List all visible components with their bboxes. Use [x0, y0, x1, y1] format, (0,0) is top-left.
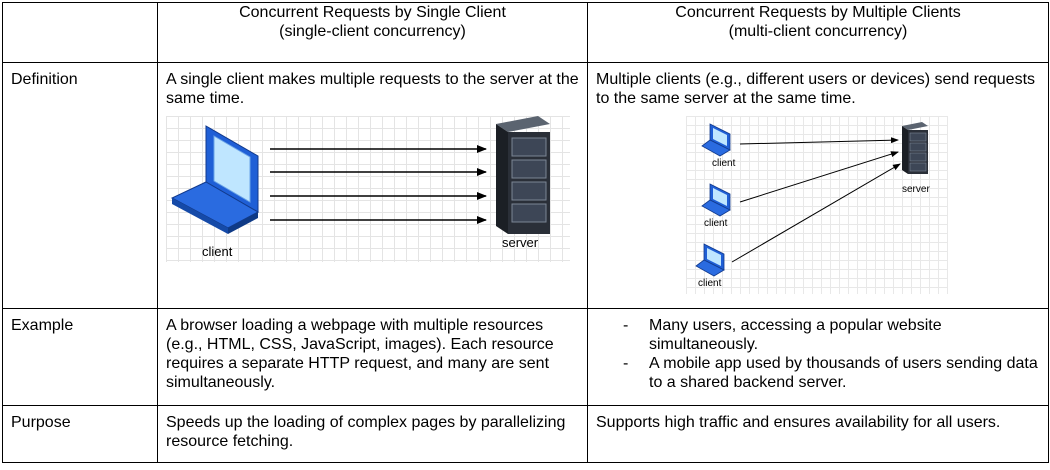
purpose-row: Purpose Speeds up the loading of complex… — [2, 405, 1049, 463]
bullet-dash: - — [623, 355, 629, 372]
multi-client-diagram: client client client server — [686, 116, 948, 294]
list-item: - A mobile app used by thousands of user… — [596, 354, 1040, 392]
server-label: server — [902, 184, 930, 195]
laptop-icon — [701, 183, 731, 217]
purpose-multi-text: Supports high traffic and ensures availa… — [596, 414, 1001, 431]
purpose-single-cell: Speeds up the loading of complex pages b… — [157, 405, 588, 463]
example-single-text: A browser loading a webpage with multipl… — [166, 317, 554, 391]
single-client-diagram: client server — [166, 116, 570, 262]
header-multi-title: Concurrent Requests by Multiple Clients — [675, 4, 961, 21]
bullet-dash: - — [623, 317, 629, 334]
definition-single-cell: A single client makes multiple requests … — [157, 62, 588, 309]
row-label-cell: Example — [2, 308, 158, 406]
definition-multi-text: Multiple clients (e.g., different users … — [596, 71, 1036, 107]
header-row: Concurrent Requests by Single Client (si… — [2, 2, 1049, 63]
laptop-icon — [701, 123, 731, 157]
row-label-definition: Definition — [11, 71, 78, 88]
purpose-multi-cell: Supports high traffic and ensures availa… — [587, 405, 1049, 463]
server-label: server — [502, 235, 539, 250]
client-label: client — [704, 218, 728, 229]
single-client-diagram-drawing — [170, 116, 550, 234]
header-single-subtitle: (single-client concurrency) — [279, 23, 466, 40]
list-item: - Many users, accessing a popular websit… — [596, 316, 1040, 354]
header-multi-subtitle: (multi-client concurrency) — [728, 23, 908, 40]
row-label-example: Example — [11, 317, 74, 334]
list-item-text: A mobile app used by thousands of users … — [649, 355, 1038, 391]
arrow-icon — [739, 151, 899, 203]
row-label-cell: Purpose — [2, 405, 158, 463]
example-single-cell: A browser loading a webpage with multipl… — [157, 308, 588, 406]
definition-row: Definition A single client makes multipl… — [2, 62, 1049, 309]
arrow-icon — [739, 137, 899, 145]
server-icon — [496, 116, 550, 234]
header-single-title: Concurrent Requests by Single Client — [239, 4, 506, 21]
header-single-client: Concurrent Requests by Single Client (si… — [157, 2, 588, 63]
row-label-cell: Definition — [2, 62, 158, 309]
row-label-purpose: Purpose — [11, 414, 71, 431]
server-icon — [902, 122, 928, 174]
arrow-icon — [731, 163, 901, 263]
laptop-icon — [170, 125, 260, 234]
client-label: client — [712, 158, 736, 169]
comparison-table: Concurrent Requests by Single Client (si… — [2, 2, 1049, 463]
client-label: client — [698, 278, 722, 289]
header-empty-cell — [2, 2, 158, 63]
definition-multi-cell: Multiple clients (e.g., different users … — [587, 62, 1049, 309]
laptop-icon — [695, 243, 725, 277]
example-multi-list: - Many users, accessing a popular websit… — [588, 309, 1048, 392]
definition-single-text: A single client makes multiple requests … — [166, 71, 579, 107]
multi-client-diagram-drawing — [695, 122, 928, 277]
client-label: client — [202, 244, 233, 259]
list-item-text: Many users, accessing a popular website … — [649, 317, 942, 353]
example-row: Example A browser loading a webpage with… — [2, 308, 1049, 406]
example-multi-cell: - Many users, accessing a popular websit… — [587, 308, 1049, 406]
purpose-single-text: Speeds up the loading of complex pages b… — [166, 414, 566, 450]
header-multi-client: Concurrent Requests by Multiple Clients … — [587, 2, 1049, 63]
